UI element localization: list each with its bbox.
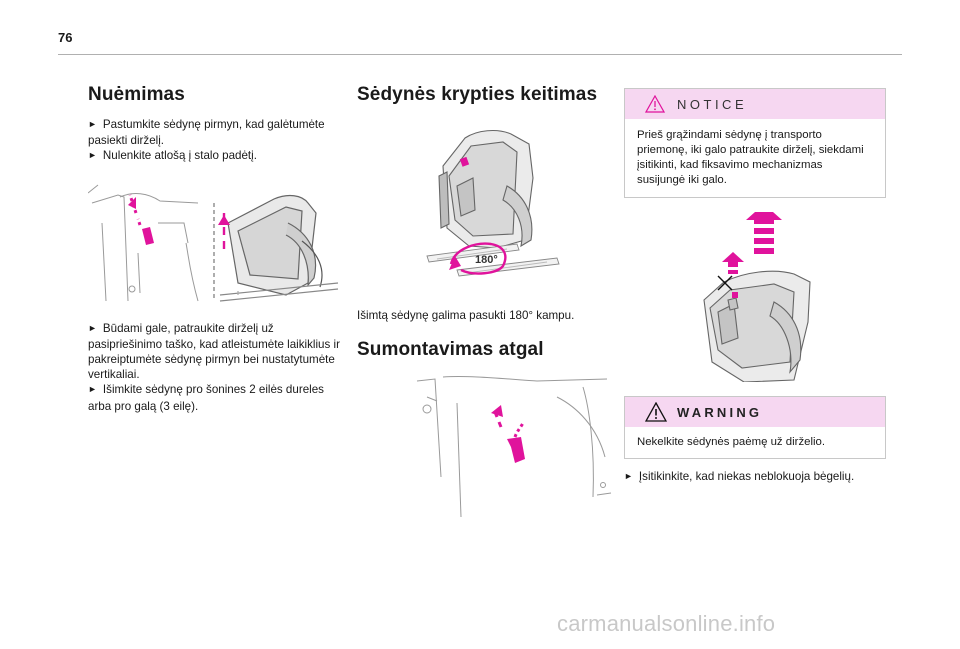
seat-lift-illustration [703,212,811,382]
page-number: 76 [58,30,73,45]
notice-box: NOTICE Prieš grąžindami sėdynę į transpo… [624,88,886,198]
column-removal: Nuėmimas Pastumkite sėdynę pirmyn, kad g… [88,78,340,414]
warning-triangle-icon [645,95,665,113]
removal-step-3: Būdami gale, patraukite dirželį už pasip… [88,322,340,382]
warning-text: Nekelkite sėdynės paėmę už dirželio. [637,436,826,448]
removal-step-1: Pastumkite sėdynę pirmyn, kad galėtumėte… [88,118,325,147]
seat-rotation-illustration: 180° [426,129,560,277]
warning-box: WARNING Nekelkite sėdynės paėmę už dirže… [624,396,886,459]
heading-direction-change: Sėdynės krypties keitimas [357,84,598,105]
removal-step-2: Nulenkite atlošą į stalo padėtį. [88,149,257,162]
column-notices: NOTICE Prieš grąžindami sėdynę į transpo… [624,78,886,485]
notice-title: NOTICE [677,96,748,112]
heading-removal: Nuėmimas [88,84,185,105]
notice-text: Prieš grąžindami sėdynę į transporto pri… [637,129,864,186]
warning-header: WARNING [625,397,885,427]
column-direction-change: Sėdynės krypties keitimas 180° Išimtą sė… [357,78,612,518]
reinstall-illustration [416,376,612,518]
strap-pull-illustration [88,184,339,302]
rotation-label: 180° [475,254,498,266]
watermark: carmanualsonline.info [557,611,776,636]
warning-title: WARNING [677,404,763,420]
removal-step-4: Išimkite sėdynę pro šonines 2 eilės dure… [88,383,324,412]
removal-steps-1: Pastumkite sėdynę pirmyn, kad galėtumėte… [88,117,340,165]
removal-steps-2: Būdami gale, patraukite dirželį už pasip… [88,321,340,414]
rails-check-text: Įsitikinkite, kad niekas neblokuoja bėge… [624,470,854,483]
heading-reinstall: Sumontavimas atgal [357,339,544,361]
header-rule [58,54,902,55]
rails-check-step: Įsitikinkite, kad niekas neblokuoja bėge… [624,469,886,485]
notice-header: NOTICE [625,89,885,119]
warning-triangle-icon [645,402,667,422]
rotation-caption: Išimtą sėdynę galima pasukti 180° kampu. [357,309,575,322]
